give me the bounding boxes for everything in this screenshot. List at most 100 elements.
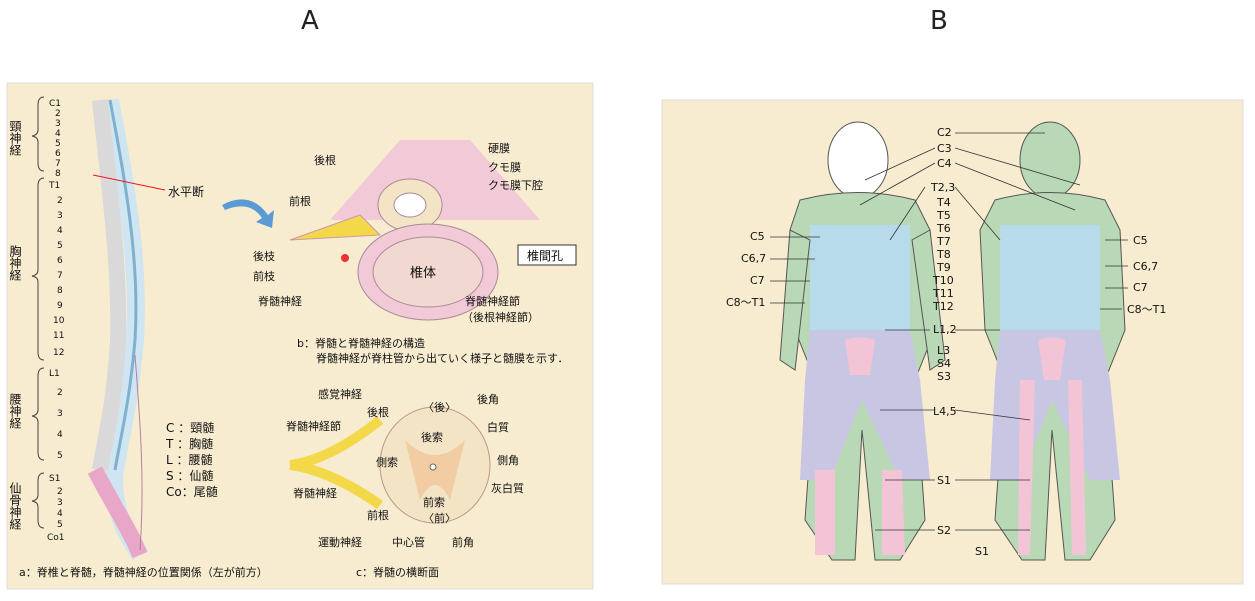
b-caption-desc: 脊髄神経が脊柱管から出ていく様子と髄膜を示す． [316,351,569,365]
level-t5: 5 [57,241,63,251]
level-s3: 3 [57,498,63,508]
level-s4: 4 [57,509,63,519]
center-s3: S3 [937,370,951,383]
c-lateral-column: 側索 [376,455,398,469]
b-spinal-nerve: 脊髄神経 [258,294,302,308]
center-s1: S1 [937,474,951,487]
level-s1: S1 [49,474,60,484]
center-t12: T12 [932,300,954,313]
panel-b-background [662,100,1243,584]
c-lateral-horn: 側角 [497,454,519,467]
center-s4: S4 [937,357,951,370]
b-dura: 硬膜 [488,142,510,155]
level-s2: 2 [57,487,63,497]
legend-s: S ：仙髄 [166,468,213,483]
c-ventral-horn: 前角 [452,535,474,549]
center-l45: L4,5 [933,405,957,418]
c-dorsal-root: 後根 [367,405,389,419]
level-c8: 8 [55,169,61,179]
level-t1: T1 [48,181,60,191]
region-cervical: 頸神経 [8,120,22,156]
level-c2: 2 [55,109,61,119]
front-c8t1: C8〜T1 [726,296,765,309]
center-t4: T4 [936,196,951,209]
level-c3: 3 [55,119,61,129]
right-c67: C6,7 [1133,260,1158,273]
c-gray-matter: 灰白質 [491,481,524,495]
center-t7: T7 [936,235,951,248]
c-motor-nerve: 運動神経 [318,535,362,549]
center-s2: S2 [937,524,951,537]
right-c7: C7 [1133,281,1148,294]
level-t4: 4 [57,226,63,236]
c-caption: c：脊髄の横断面 [356,565,439,579]
c-ganglion: 脊髄神経節 [286,419,341,433]
center-c3: C3 [937,142,952,155]
b-caption-title: b：脊髄と脊髄神経の構造 [297,336,425,350]
front-c67: C6,7 [741,252,766,265]
c-ventral-column: 前索 [423,495,445,509]
abbrev-legend: C ：頸髄 T ：胸髄 L ：腰髄 S ：仙髄 Co：尾髄 [165,420,218,499]
b-ventral-root: 前根 [289,194,311,208]
center-t11: T11 [932,287,954,300]
c-white-matter: 白質 [487,420,509,434]
b-dorsal-root: 後根 [314,153,336,167]
c-spinal-nerve: 脊髄神経 [293,486,337,500]
level-t7: 7 [57,271,63,281]
legend-l: L ：腰髄 [166,452,213,467]
level-c4: 4 [55,129,61,139]
region-lumbar: 腰神経 [8,393,22,429]
level-l4: 4 [57,430,63,440]
level-t6: 6 [57,256,63,266]
c-central-canal: 中心管 [392,535,425,549]
horizontal-section-label: 水平断 [168,184,204,199]
c-ventral-root: 前根 [367,508,389,522]
b-foramen: 椎間孔 [527,248,563,263]
caption-a: a：脊椎と脊髄，脊髄神経の位置関係（左が前方） [19,565,268,579]
level-t8: 8 [57,286,63,296]
b-ventral-ramus: 前枝 [253,269,275,283]
center-c2: C2 [937,126,952,139]
region-sacral: 仙骨神経 [8,482,22,530]
front-c5: C5 [750,230,765,243]
b-subarachnoid: クモ膜下腔 [488,178,543,192]
b-ganglion-alt: （後根神経節） [462,310,539,324]
legend-t: T ：胸髄 [165,436,213,451]
level-t12: 12 [53,348,64,358]
back-s1: S1 [975,545,989,558]
center-t10: T10 [932,274,954,287]
level-l2: 2 [57,388,63,398]
center-t8: T8 [936,248,951,261]
level-co1: Co1 [47,533,65,543]
level-t2: 2 [57,196,63,206]
center-t5: T5 [936,209,951,222]
c-dorsal-horn: 後角 [477,392,499,406]
level-l3: 3 [57,409,63,419]
c-posterior: 〈後〉 [423,400,456,414]
level-t10: 10 [53,316,65,326]
legend-co: Co：尾髄 [166,484,218,499]
level-c7: 7 [55,159,61,169]
b-ganglion: 脊髄神経節 [465,294,520,308]
level-c5: 5 [55,139,61,149]
level-l1: L1 [49,369,60,379]
b-arachnoid: クモ膜 [488,161,521,174]
b-vertebral-body: 椎体 [410,266,436,281]
panel-a-background [7,83,593,589]
c-sensory-nerve: 感覚神経 [318,387,362,401]
center-l3: L3 [937,344,950,357]
center-c4: C4 [937,157,952,170]
c-anterior: 〈前〉 [423,511,456,525]
legend-c: C ：頸髄 [166,420,214,435]
center-t23: T2,3 [930,181,955,194]
level-c1: C1 [49,99,61,109]
center-t6: T6 [936,222,951,235]
right-c5: C5 [1133,234,1148,247]
center-t9: T9 [936,261,951,274]
front-c7: C7 [750,274,765,287]
level-t11: 11 [53,331,64,341]
b-dorsal-ramus: 後枝 [253,249,275,263]
region-thoracic: 胸神経 [8,244,22,281]
level-s5: 5 [57,520,63,530]
